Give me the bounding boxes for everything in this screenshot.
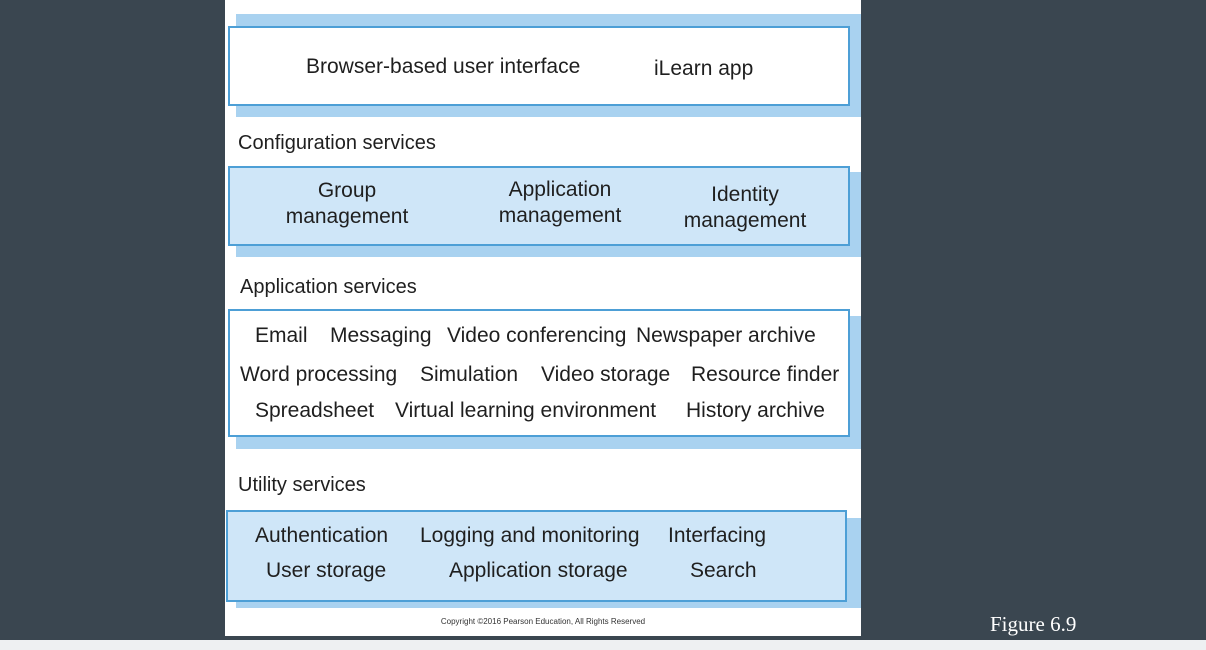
config-item-application: Application management	[498, 178, 622, 227]
configuration-services-label: Configuration services	[238, 132, 436, 154]
ui-item-browser: Browser-based user interface	[306, 55, 581, 78]
app-service-video-conferencing: Video conferencing	[447, 324, 627, 347]
utility-layer-box: Authentication Logging and monitoring In…	[226, 510, 847, 602]
utility-service-authentication: Authentication	[255, 524, 389, 547]
ui-layer-box: Browser-based user interface iLearn app	[228, 26, 850, 106]
application-layer-box: Email Messaging Video conferencing Newsp…	[228, 309, 850, 437]
config-item-identity: Identity management	[683, 183, 807, 232]
bottom-rule	[0, 640, 1206, 650]
configuration-layer-box: Group management Application management …	[228, 166, 850, 246]
utility-service-user-storage: User storage	[266, 559, 387, 582]
utility-service-interfacing: Interfacing	[668, 524, 767, 547]
app-service-virtual-learning-environment: Virtual learning environment	[395, 399, 657, 422]
app-service-email: Email	[255, 324, 308, 347]
app-service-history-archive: History archive	[686, 399, 825, 422]
utility-services-label: Utility services	[238, 474, 366, 496]
app-service-newspaper-archive: Newspaper archive	[636, 324, 816, 347]
application-services-label: Application services	[240, 276, 417, 298]
app-service-messaging: Messaging	[330, 324, 432, 347]
ui-item-ilearn-app: iLearn app	[654, 57, 754, 80]
app-service-spreadsheet: Spreadsheet	[255, 399, 375, 422]
app-service-video-storage: Video storage	[541, 363, 671, 386]
config-item-group: Group management	[285, 179, 409, 228]
app-service-resource-finder: Resource finder	[691, 363, 840, 386]
copyright-notice: Copyright ©2016 Pearson Education, All R…	[440, 617, 646, 626]
utility-service-search: Search	[690, 559, 757, 582]
architecture-figure: Browser-based user interface iLearn app …	[225, 0, 861, 636]
figure-caption: Figure 6.9	[990, 612, 1077, 636]
utility-service-logging-monitoring: Logging and monitoring	[420, 524, 640, 547]
app-service-simulation: Simulation	[420, 363, 519, 386]
app-service-word-processing: Word processing	[240, 363, 398, 386]
utility-service-application-storage: Application storage	[449, 559, 628, 582]
